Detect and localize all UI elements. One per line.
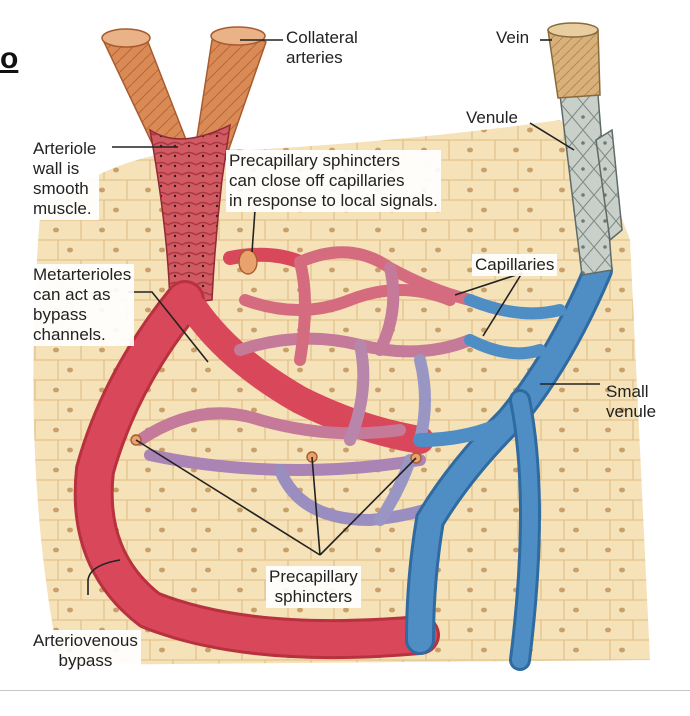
label-precapillary-sphincters-bottom: Precapillary sphincters: [266, 566, 361, 608]
label-line: Small: [606, 382, 649, 401]
label-vein: Vein: [496, 28, 530, 47]
label-line: bypass: [58, 651, 113, 670]
vein: [547, 22, 601, 99]
label-line: Arteriole: [33, 139, 97, 158]
label-arteriole: Arteriole wall is smooth muscle.: [30, 138, 100, 220]
label-arteriovenous-bypass: Arteriovenous bypass: [30, 630, 141, 672]
label-line: bypass: [33, 305, 87, 324]
arteriole: [148, 123, 231, 306]
label-line: Metarterioles: [33, 265, 132, 284]
label-collateral-arteries: Collateral arteries: [286, 28, 358, 68]
leader-lines: [87, 39, 600, 595]
label-line: sphincters: [274, 587, 353, 606]
collateral-arteries: [101, 26, 267, 161]
label-line: arteries: [286, 48, 343, 67]
label-line: can act as: [33, 285, 111, 304]
label-line: smooth: [33, 179, 89, 198]
label-small-venule: Small venule: [606, 382, 656, 422]
label-line: muscle.: [33, 199, 92, 218]
label-line: venule: [606, 402, 657, 421]
label-line: Precapillary sphincters: [229, 151, 401, 170]
label-venule: Venule: [466, 108, 518, 127]
precapillary-sphincters: [130, 249, 422, 464]
label-line: Precapillary: [269, 567, 358, 586]
label-line: in response to local signals.: [229, 191, 438, 210]
label-capillaries: Capillaries: [472, 254, 558, 276]
corner-mark: o: [0, 42, 19, 75]
label-line: Arteriovenous: [33, 631, 138, 650]
label-line: channels.: [33, 325, 106, 344]
label-line: wall is: [33, 159, 80, 178]
venule-branch: [595, 128, 623, 242]
venous-vessels: [405, 255, 613, 671]
label-line: can close off capillaries: [229, 171, 405, 190]
divider: [0, 690, 690, 691]
label-precapillary-sphincters-top: Precapillary sphincters can close off ca…: [226, 150, 441, 212]
label-line: Collateral: [286, 28, 358, 47]
label-metarterioles: Metarterioles can act as bypass channels…: [30, 264, 135, 346]
